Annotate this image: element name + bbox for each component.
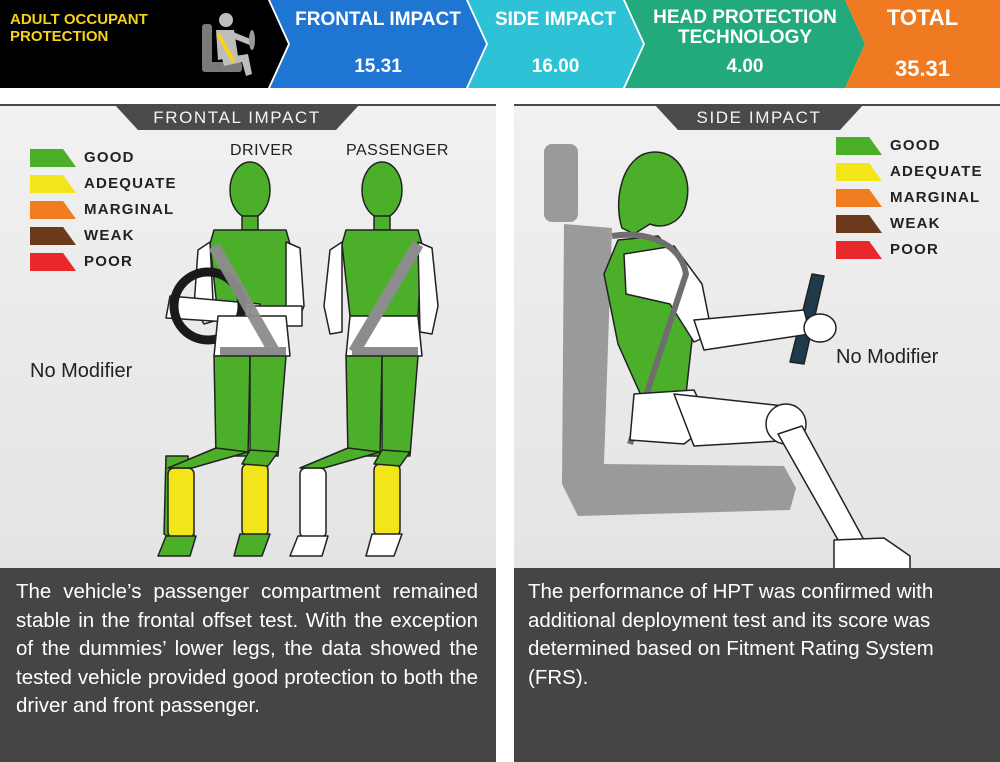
- total-title: TOTAL: [886, 5, 959, 30]
- total-segment: TOTAL 35.31: [845, 0, 1000, 88]
- legend-swatch-poor: [30, 253, 76, 271]
- side-dummy-figure: [544, 144, 911, 577]
- legend-label: POOR: [890, 241, 939, 258]
- side-impact-score: 16.00: [531, 56, 580, 77]
- hpt-score: 4.00: [726, 56, 764, 77]
- frontal-impact-segment: FRONTAL IMPACT 15.31: [270, 0, 486, 88]
- driver-label: DRIVER: [230, 142, 294, 159]
- frontal-panel-tab: FRONTAL IMPACT: [114, 104, 360, 130]
- side-summary-box: The performance of HPT was confirmed wit…: [514, 568, 1000, 762]
- side-impact-segment: SIDE IMPACT 16.00: [468, 0, 643, 88]
- side-summary-text: The performance of HPT was confirmed wit…: [528, 580, 934, 689]
- passenger-label: PASSENGER: [346, 142, 449, 159]
- frontal-impact-title: FRONTAL IMPACT: [295, 9, 461, 30]
- legend-label: MARGINAL: [84, 201, 175, 218]
- legend-swatch-adequate: [30, 175, 76, 193]
- legend-swatch-poor: [836, 241, 882, 259]
- side-impact-title: SIDE IMPACT: [494, 9, 617, 30]
- frontal-modifier-text: No Modifier: [30, 360, 133, 382]
- frontal-impact-score: 15.31: [354, 56, 402, 77]
- legend-label: WEAK: [84, 227, 135, 244]
- side-impact-panel: SIDE IMPACT GOOD ADEQUATE MARGINAL WEAK …: [514, 104, 1000, 762]
- legend-swatch-weak: [30, 227, 76, 245]
- hpt-segment: HEAD PROTECTION TECHNOLOGY 4.00: [625, 0, 865, 88]
- legend-swatch-weak: [836, 215, 882, 233]
- legend-label: ADEQUATE: [890, 163, 983, 180]
- legend-label: POOR: [84, 253, 133, 270]
- frontal-impact-panel: FRONTAL IMPACT GOOD ADEQUATE MARGINAL WE…: [0, 104, 496, 762]
- rating-header: ADULT OCCUPANT PROTECTION FRONTAL IMPACT…: [0, 0, 1000, 88]
- total-score: 35.31: [894, 56, 951, 81]
- legend-label: GOOD: [890, 137, 941, 154]
- adult-occupant-segment: ADULT OCCUPANT PROTECTION: [0, 0, 288, 88]
- passenger-dummy-figure: [289, 161, 439, 557]
- side-modifier-text: No Modifier: [836, 346, 939, 368]
- adult-occupant-title: ADULT OCCUPANT PROTECTION: [10, 11, 148, 45]
- legend-swatch-adequate: [836, 163, 882, 181]
- legend-label: MARGINAL: [890, 189, 981, 206]
- legend-swatch-marginal: [836, 189, 882, 207]
- legend-label: WEAK: [890, 215, 941, 232]
- side-panel-tab: SIDE IMPACT: [654, 104, 864, 130]
- legend-swatch-marginal: [30, 201, 76, 219]
- hpt-title: HEAD PROTECTION TECHNOLOGY: [653, 7, 837, 48]
- legend-label: GOOD: [84, 149, 135, 166]
- frontal-summary-box: The vehicle’s passenger compartment rema…: [0, 568, 496, 762]
- legend-label: ADEQUATE: [84, 175, 177, 192]
- seated-driver-icon: [202, 13, 255, 76]
- frontal-summary-text: The vehicle’s passenger compartment rema…: [16, 580, 478, 717]
- legend-swatch-good: [30, 149, 76, 167]
- legend-swatch-good: [836, 137, 882, 155]
- driver-dummy-figure: [157, 161, 305, 557]
